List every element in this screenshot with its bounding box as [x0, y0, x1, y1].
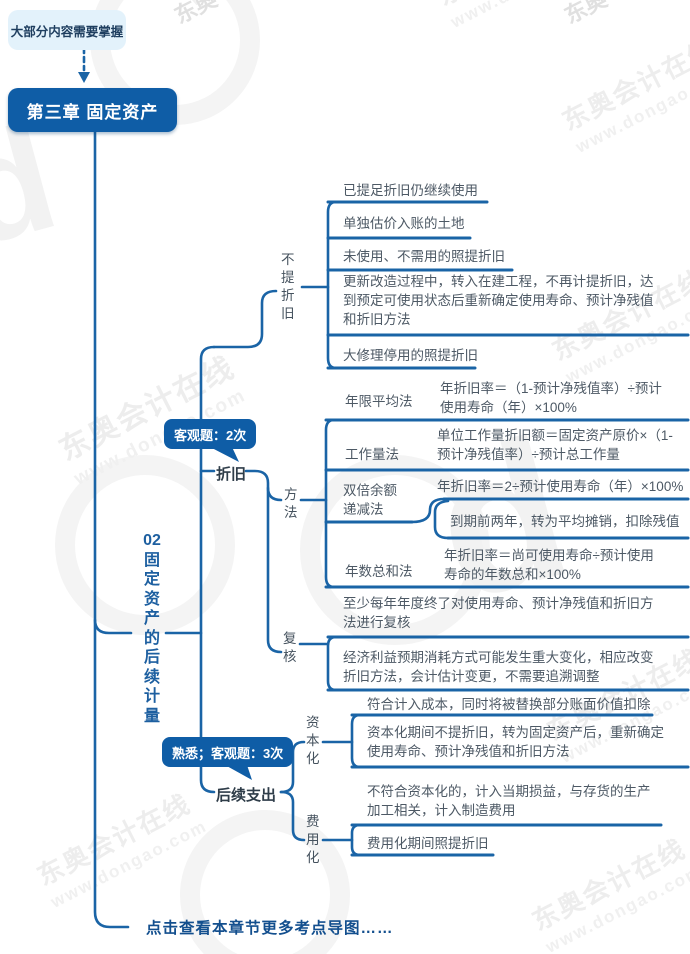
arrow-head — [78, 72, 90, 83]
leaf-node: 单独估价入账的土地 — [343, 216, 465, 231]
branch-method-label: 方法 — [284, 487, 298, 520]
badge-subsequent: 熟悉；客观题：3次 — [162, 737, 294, 767]
branch-depreciation-label: 折旧 — [216, 466, 247, 483]
main-spine — [93, 130, 130, 929]
method-formula: 年折旧率＝尚可使用寿命÷预计使用寿命的年数总和×100% — [444, 548, 654, 582]
footer-link[interactable]: 点击查看本章节更多考点导图…… — [146, 920, 394, 937]
leaf-node: 大修理停用的照提折旧 — [343, 348, 478, 363]
branch-subsequent-label: 后续支出 — [216, 787, 277, 804]
leaf-node: 未使用、不需用的照提折旧 — [343, 249, 505, 264]
branch-capitalized-label: 资本化 — [306, 715, 320, 766]
badge-tails — [210, 447, 252, 780]
leaf-node: 符合计入成本，同时将被替换部分账面价值扣除 — [367, 697, 651, 712]
leaf-underlines — [324, 200, 690, 857]
badge-depreciation: 客观题：2次 — [164, 419, 257, 449]
leaf-node: 经济利益预期消耗方式可能发生重大变化，相应改变折旧方法，会计估计变更，不需要追溯… — [343, 650, 654, 684]
method-name: 工作量法 — [345, 447, 399, 462]
method-note: 到期前两年，转为平均摊销，扣除残值 — [450, 514, 680, 529]
chapter-node: 第三章 固定资产 — [8, 88, 177, 132]
chapter-title: 第三章 固定资产 — [26, 102, 159, 122]
method-name: 年数总和法 — [345, 564, 413, 579]
top-note: 大部分内容需要掌握 — [8, 10, 126, 50]
leaf-node: 至少每年年度终了对使用寿命、预计净残值和折旧方法进行复核 — [343, 596, 654, 630]
method-name: 年限平均法 — [345, 394, 413, 409]
leaf-node: 已提足折旧仍继续使用 — [343, 183, 478, 198]
method-name: 双倍余额递减法 — [343, 483, 397, 517]
method-formula: 年折旧率＝（1-预计净残值率）÷预计使用寿命（年）×100% — [440, 381, 662, 415]
leaf-node: 资本化期间不提折旧，转为固定资产后，重新确定使用寿命、预计净残值和折旧方法 — [367, 725, 664, 759]
leaf-node: 更新改造过程中，转入在建工程，不再计提折旧，达到预定可使用状态后重新确定使用寿命… — [343, 274, 654, 327]
method-formula: 年折旧率＝2÷预计使用寿命（年）×100% — [437, 479, 684, 494]
branch-no-depreciation-label: 不提折旧 — [281, 252, 295, 321]
root-node: 02固定资产的后续计量 — [143, 532, 161, 725]
method-formula: 单位工作量折旧额＝固定资产原价×（1-预计净残值率）÷预计总工作量 — [437, 428, 673, 462]
leaf-node: 不符合资本化的，计入当期损益，与存货的生产加工相关，计入制造费用 — [367, 784, 651, 818]
branch-expensed-label: 费用化 — [306, 814, 320, 865]
leaf-node: 费用化期间照提折旧 — [367, 836, 489, 851]
branch-review-label: 复核 — [283, 631, 297, 664]
top-note-text: 大部分内容需要掌握 — [10, 24, 124, 39]
